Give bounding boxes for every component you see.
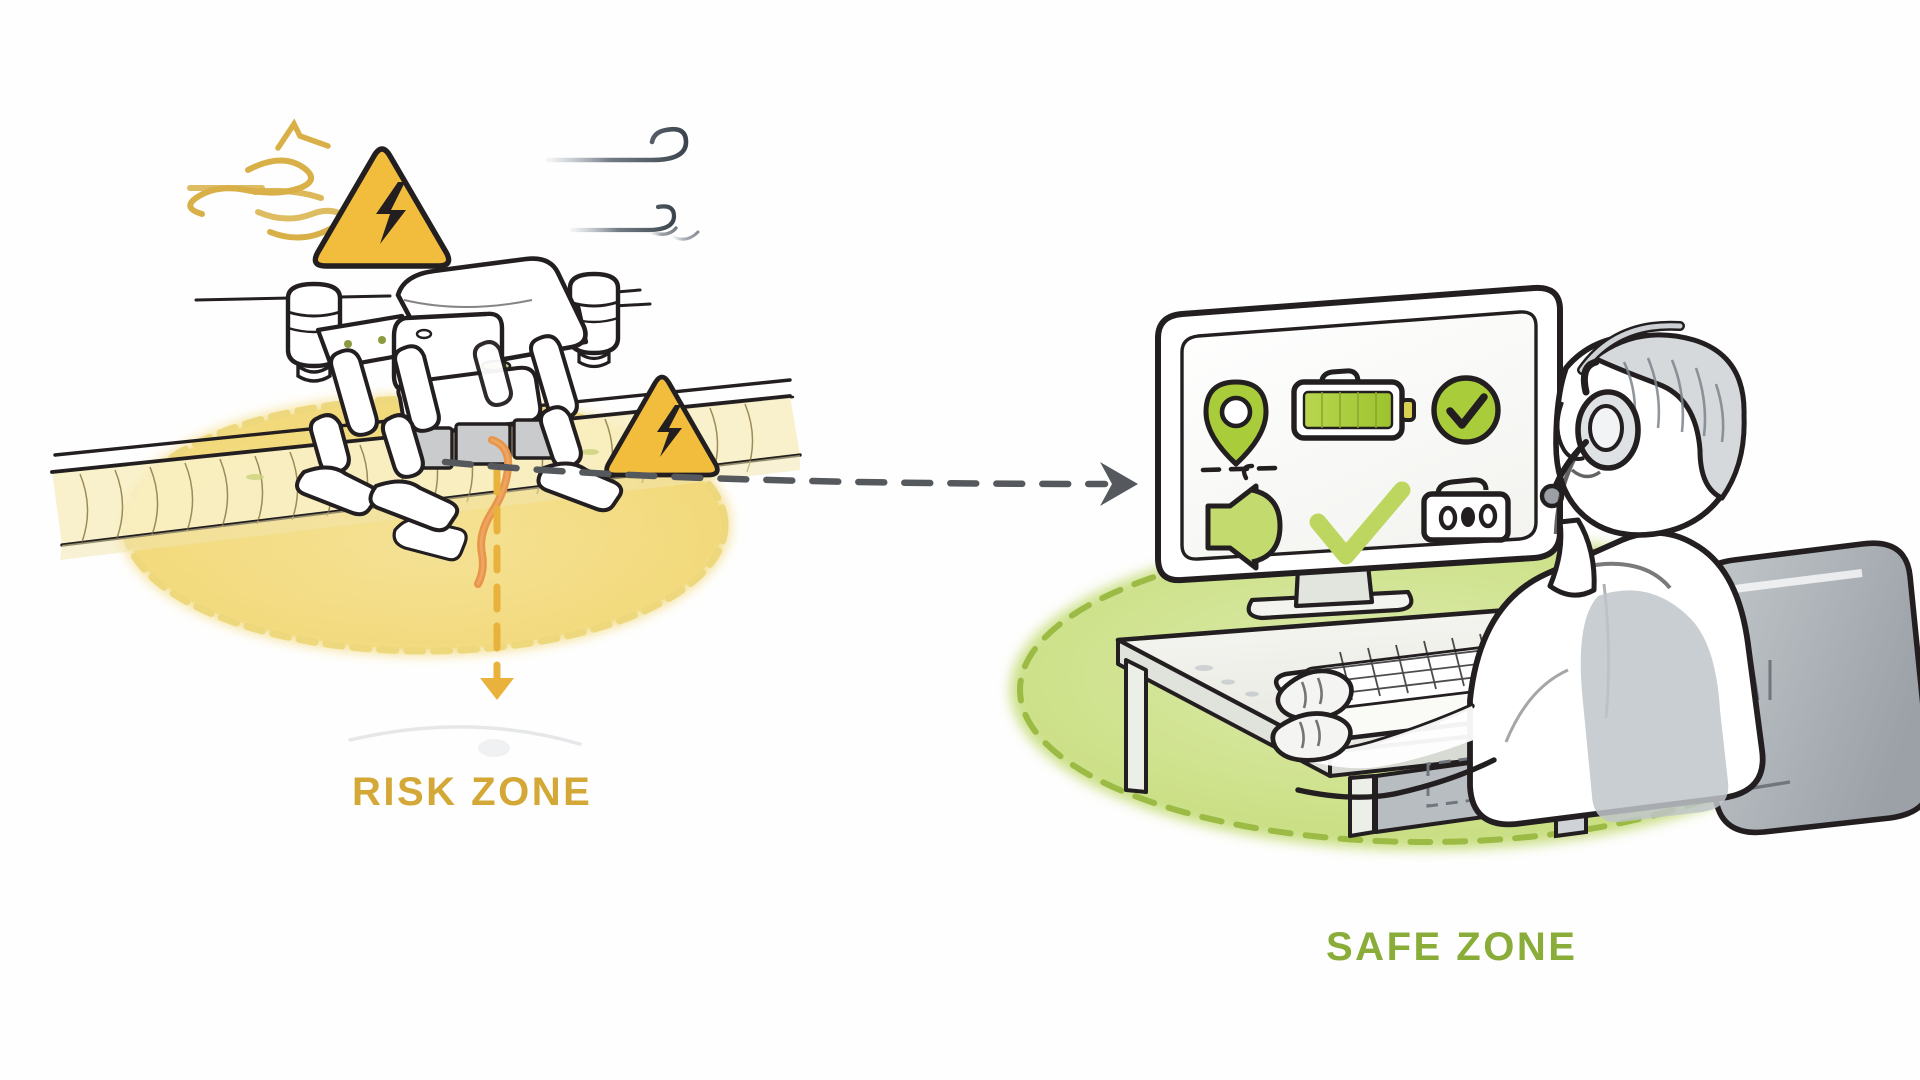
risk-zone-label: RISK ZONE bbox=[352, 770, 593, 814]
controller-device-icon bbox=[1421, 477, 1511, 543]
drone-legs bbox=[295, 334, 624, 533]
speaker-audio-icon bbox=[1205, 463, 1283, 571]
wind-lines-icon bbox=[545, 126, 703, 241]
monitor-screen-icons bbox=[1200, 368, 1511, 571]
dashed-divider bbox=[1200, 465, 1279, 473]
headset-icon bbox=[1539, 320, 1685, 535]
arrowhead-icon bbox=[1100, 462, 1138, 506]
lightning-bolt-icon bbox=[376, 182, 406, 244]
battery-icon bbox=[1291, 368, 1416, 441]
location-pin-icon bbox=[1203, 379, 1269, 467]
checkmark-icon bbox=[1309, 481, 1411, 565]
electric-hazard-triangle-left bbox=[312, 146, 452, 269]
orange-cable bbox=[474, 436, 513, 588]
operator bbox=[1270, 320, 1920, 839]
inspection-drone bbox=[194, 256, 652, 533]
risk-to-safe-arrow bbox=[441, 458, 1138, 506]
check-circle-icon bbox=[1431, 375, 1501, 445]
ground-scuff bbox=[348, 725, 582, 757]
monitor bbox=[1155, 284, 1563, 621]
lightning-bolt-icon bbox=[657, 405, 682, 457]
safe-zone-label: SAFE ZONE bbox=[1326, 925, 1578, 969]
vertical-drop-indicator bbox=[480, 466, 514, 704]
operator-hands bbox=[1270, 668, 1354, 763]
